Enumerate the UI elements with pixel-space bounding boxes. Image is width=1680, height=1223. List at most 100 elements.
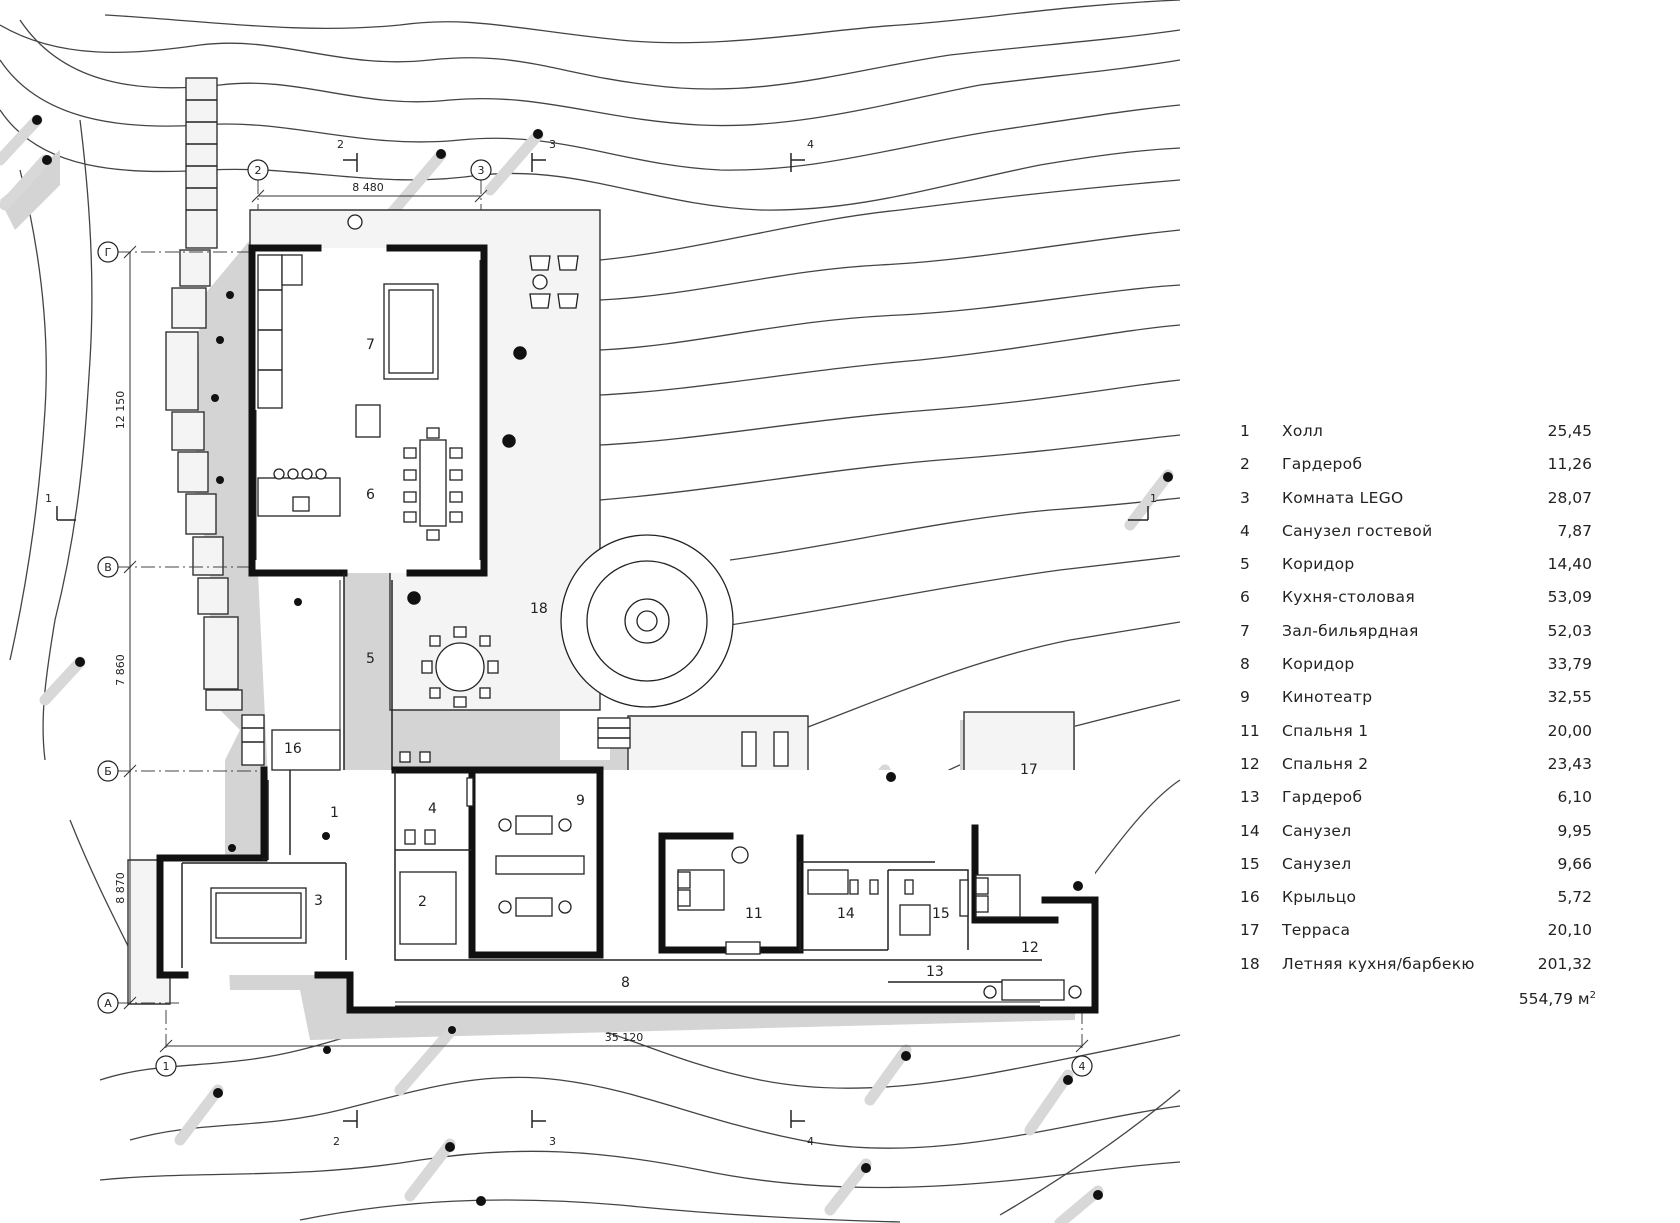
room-area: 20,00 bbox=[1547, 721, 1592, 740]
room-name: Летняя кухня/барбекю bbox=[1282, 954, 1475, 973]
axis-label-3: 3 bbox=[478, 164, 485, 177]
section-label-4-top: 4 bbox=[807, 138, 814, 151]
room-tag-16: 16 bbox=[284, 741, 302, 757]
room-number: 16 bbox=[1240, 888, 1260, 907]
room-name: Кинотеатр bbox=[1282, 688, 1373, 707]
furniture bbox=[210, 214, 1082, 1001]
room-number: 3 bbox=[1240, 488, 1250, 507]
room-number: 6 bbox=[1240, 588, 1250, 607]
room-area: 5,72 bbox=[1557, 888, 1592, 907]
room-number: 2 bbox=[1240, 455, 1250, 474]
room-tag-2: 2 bbox=[418, 894, 427, 910]
room-tag-9: 9 bbox=[576, 793, 585, 809]
room-name: Коридор bbox=[1282, 555, 1355, 574]
section-label-3-bottom: 3 bbox=[549, 1135, 556, 1148]
room-schedule-row: 17 Терраса 20,10 bbox=[1240, 914, 1620, 947]
room-name: Спальня 2 bbox=[1282, 754, 1369, 773]
room-number: 13 bbox=[1240, 788, 1260, 807]
room-number: 18 bbox=[1240, 954, 1260, 973]
room-name: Терраса bbox=[1282, 921, 1351, 940]
room-schedule-row: 6 Кухня-столовая 53,09 bbox=[1240, 581, 1620, 614]
room-area: 28,07 bbox=[1547, 488, 1592, 507]
section-label-2-top: 2 bbox=[337, 138, 344, 151]
room-area: 7,87 bbox=[1557, 521, 1592, 540]
room-schedule-row: 16 Крыльцо 5,72 bbox=[1240, 881, 1620, 914]
section-markers: 2 3 4 1 1 2 3 4 bbox=[45, 138, 1157, 1148]
axis-bubbles: Г В Б А 1 2 3 4 bbox=[97, 159, 1093, 1077]
dim-top: 8 480 bbox=[352, 181, 384, 194]
total-area-unit-superscript: 2 bbox=[1589, 990, 1596, 1002]
room-tag-5: 5 bbox=[366, 651, 375, 667]
room-tag-6: 6 bbox=[366, 487, 375, 503]
room-area: 52,03 bbox=[1547, 621, 1592, 640]
room-number: 12 bbox=[1240, 754, 1260, 773]
dim-left-lower: 8 870 bbox=[114, 872, 127, 904]
room-schedule-row: 7 Зал-бильярдная 52,03 bbox=[1240, 615, 1620, 648]
room-tag-15: 15 bbox=[932, 906, 950, 922]
room-area: 9,66 bbox=[1557, 854, 1592, 873]
room-area: 32,55 bbox=[1547, 688, 1592, 707]
room-schedule-row: 15 Санузел 9,66 bbox=[1240, 848, 1620, 881]
section-label-1-left: 1 bbox=[45, 492, 52, 505]
room-name: Санузел bbox=[1282, 821, 1352, 840]
room-name: Санузел гостевой bbox=[1282, 521, 1433, 540]
room-area: 33,79 bbox=[1547, 655, 1592, 674]
room-tag-1: 1 bbox=[330, 805, 339, 821]
room-tag-7: 7 bbox=[366, 337, 375, 353]
axis-label-b: Б bbox=[104, 765, 112, 778]
room-tag-8: 8 bbox=[621, 975, 630, 991]
room-area: 14,40 bbox=[1547, 555, 1592, 574]
stepping-stones bbox=[165, 77, 243, 711]
room-number: 14 bbox=[1240, 821, 1260, 840]
dimensions: 8 480 12 150 7 860 8 870 35 120 bbox=[114, 181, 1089, 1053]
room-area: 53,09 bbox=[1547, 588, 1592, 607]
dim-left-upper: 12 150 bbox=[114, 391, 127, 430]
room-name: Гардероб bbox=[1282, 788, 1363, 807]
axis-label-a: А bbox=[104, 997, 112, 1010]
room-name: Кухня-столовая bbox=[1282, 588, 1415, 607]
section-label-3-top: 3 bbox=[549, 138, 556, 151]
room-schedule-row: 4 Санузел гостевой 7,87 bbox=[1240, 515, 1620, 548]
room-area: 201,32 bbox=[1537, 954, 1592, 973]
room-tag-11: 11 bbox=[745, 906, 763, 922]
room-tag-18: 18 bbox=[530, 601, 548, 617]
room-tag-13: 13 bbox=[926, 964, 944, 980]
room-number: 15 bbox=[1240, 854, 1260, 873]
room-area: 20,10 bbox=[1547, 921, 1592, 940]
room-name: Спальня 1 bbox=[1282, 721, 1369, 740]
room-number: 1 bbox=[1240, 422, 1250, 440]
axis-label-4: 4 bbox=[1079, 1060, 1086, 1073]
axis-label-1: 1 bbox=[163, 1060, 170, 1073]
room-name: Холл bbox=[1282, 422, 1324, 440]
room-name: Санузел bbox=[1282, 854, 1352, 873]
dim-bottom: 35 120 bbox=[605, 1031, 644, 1044]
terrain-contours bbox=[0, 0, 1181, 1223]
room-number: 11 bbox=[1240, 721, 1260, 740]
dim-left-middle: 7 860 bbox=[114, 654, 127, 686]
room-tag-12: 12 bbox=[1021, 940, 1039, 956]
room-name: Коридор bbox=[1282, 655, 1355, 674]
section-label-2-bottom: 2 bbox=[333, 1135, 340, 1148]
room-schedule-row: 18 Летняя кухня/барбекю 201,32 bbox=[1240, 948, 1620, 981]
room-tag-17: 17 bbox=[1020, 762, 1038, 778]
total-area-row: 554,79 м2 bbox=[1240, 981, 1620, 1011]
room-tag-3: 3 bbox=[314, 893, 323, 909]
room-name: Гардероб bbox=[1282, 455, 1363, 474]
room-number: 17 bbox=[1240, 921, 1260, 940]
tree-shadows bbox=[0, 114, 1174, 1223]
room-number: 7 bbox=[1240, 621, 1250, 640]
room-number: 4 bbox=[1240, 521, 1250, 540]
room-name: Зал-бильярдная bbox=[1282, 621, 1419, 640]
room-name: Крыльцо bbox=[1282, 888, 1357, 907]
room-tags: 1 2 3 4 5 6 7 8 9 11 12 13 14 15 16 17 1… bbox=[284, 337, 1039, 991]
axis-label-v: В bbox=[104, 561, 112, 574]
axis-label-2: 2 bbox=[255, 164, 262, 177]
section-label-1-right: 1 bbox=[1150, 492, 1157, 505]
